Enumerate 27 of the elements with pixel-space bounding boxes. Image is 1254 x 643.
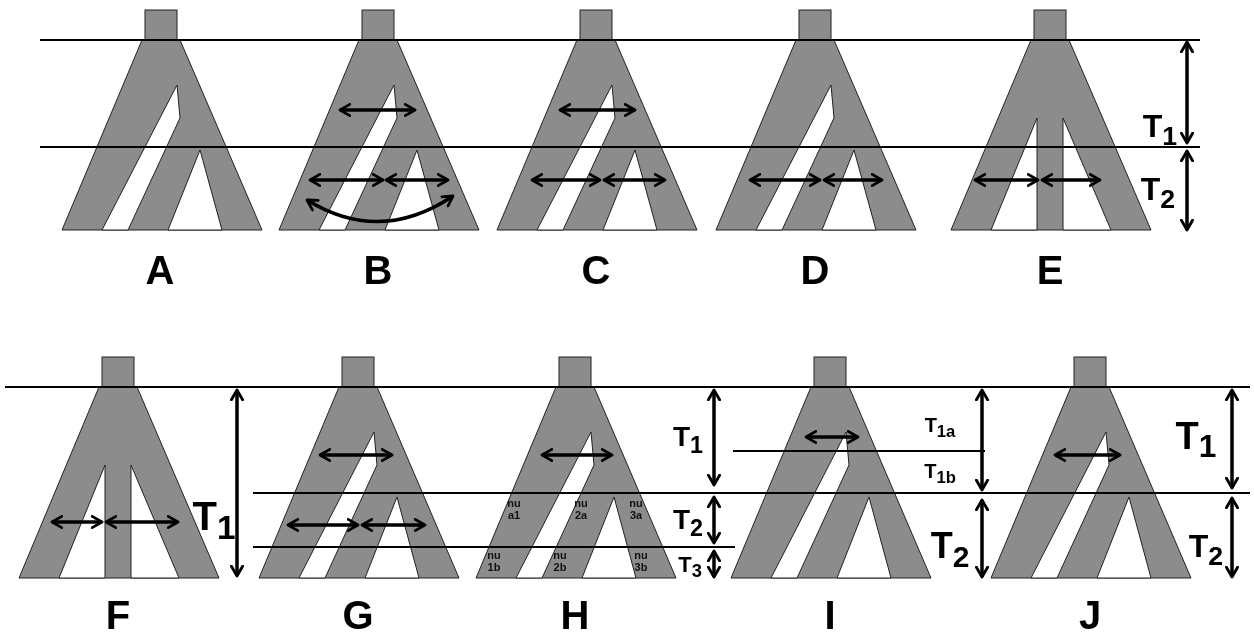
time-label: T$_{1}$ (672, 423, 704, 457)
time-label: T$_{1}$ (1175, 416, 1217, 464)
population-size-label: nu 2a (573, 498, 589, 522)
panel-letter: F (105, 595, 131, 635)
time-label: T$_{2}$ (930, 528, 970, 572)
panel-letter: J (1078, 595, 1102, 635)
panel-letter: A (145, 250, 175, 290)
panel-letter: B (363, 250, 393, 290)
time-label: T$_{3}$ (678, 553, 702, 581)
population-size-label: nu 2b (552, 550, 568, 574)
time-label: T$_{2}$ (1140, 173, 1176, 213)
panel-letter: E (1036, 250, 1064, 290)
population-size-label: nu 1b (486, 550, 502, 574)
panel-letter: C (581, 250, 611, 290)
population-size-label: nu 3a (628, 498, 644, 522)
panel-letter: H (560, 595, 590, 635)
time-label: T$_{1}$ (1142, 110, 1178, 150)
panel-letter: I (824, 595, 836, 635)
population-size-label: nu a1 (506, 498, 522, 522)
time-label: T$_{2}$ (672, 506, 704, 540)
panel-letter: G (342, 595, 374, 635)
population-size-label: nu 3b (633, 550, 649, 574)
time-label: T$_{1b}$ (924, 461, 956, 487)
panel-letter: D (800, 250, 830, 290)
time-label: T$_{2}$ (1188, 530, 1224, 570)
time-label: T$_{1}$ (192, 495, 236, 545)
time-label: T$_{1a}$ (924, 415, 956, 441)
